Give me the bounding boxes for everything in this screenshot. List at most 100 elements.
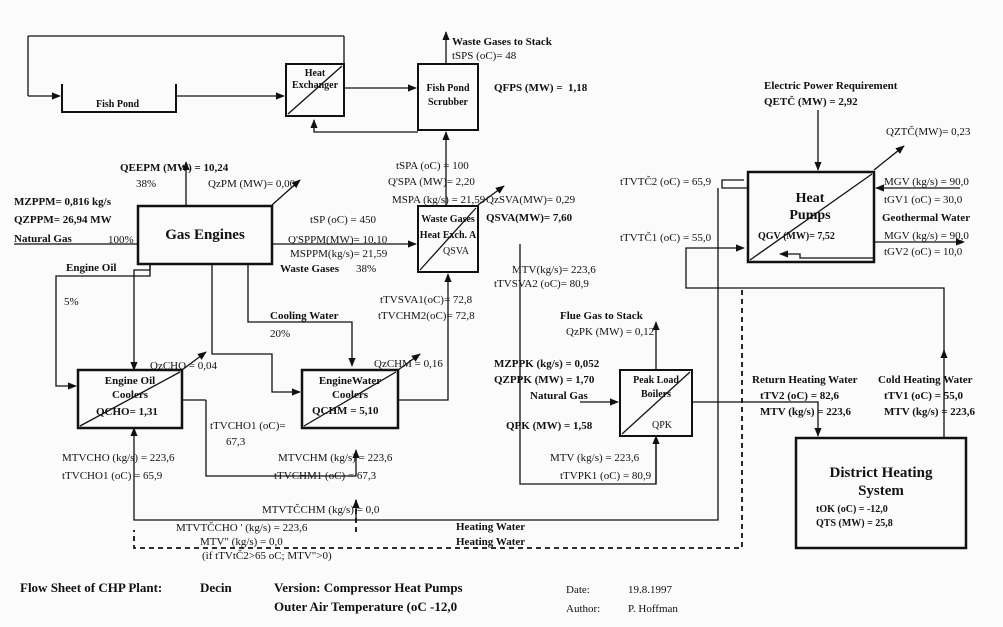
- waste-gases-hx-label: Waste Gases Heat Exch. A QSVA: [418, 212, 478, 260]
- heat-pumps-line1: Heat: [795, 191, 825, 206]
- engine-oil-return-arrow: [55, 368, 77, 390]
- waste-gases-stack-label: Waste Gases to Stack: [452, 36, 552, 48]
- ttvchm1-label: tTVCHM1 (oC) = 67,3: [274, 470, 377, 482]
- pct20-label: 20%: [270, 328, 291, 340]
- ttvtc1-label: tTVTČ1 (oC) = 55,0: [620, 232, 712, 244]
- heat-pump-inner-arrow: [779, 250, 874, 259]
- peak-load-diagonal: [621, 371, 691, 435]
- mzppk-label: MZPPK (kg/s) = 0,052: [494, 358, 600, 370]
- heat-pumps-label: Heat Pumps: [760, 190, 860, 224]
- heat-pumps-diagonal: [749, 173, 873, 261]
- return-heating-label: Return Heating Water: [752, 374, 858, 386]
- qgv-label: QGV (MW)= 7,52: [758, 231, 835, 242]
- mspa-label: MSPA (kg/s) = 21,59: [392, 194, 486, 206]
- oil-to-water-coolers-arrow: [205, 400, 360, 477]
- engine-oil-to-coolers-arrow: [130, 264, 151, 371]
- mgv1-label: MGV (kg/s) = 90,0: [884, 176, 969, 188]
- qzpm-arrow: [271, 179, 301, 206]
- cooling-water-label: Cooling Water: [270, 310, 339, 322]
- qzchm-arrow: [397, 353, 421, 371]
- qztc-label: QZTČ(MW)= 0,23: [886, 126, 971, 138]
- ttvsva2-label: tTVSVA2 (oC)= 80,9: [494, 278, 589, 290]
- water-coolers-to-hx-arrow: [398, 273, 452, 401]
- qpk-label: QPK (MW) = 1,58: [506, 420, 593, 432]
- peak-load-line2: Boilers: [641, 389, 671, 400]
- footer-author-label: Author:: [566, 603, 601, 615]
- ttvcho1-left-label: tTVCHO1 (oC) = 65,9: [62, 470, 163, 482]
- heat-pumps-box: [746, 170, 876, 264]
- qzppk-label: QZPPK (MW) = 1,70: [494, 374, 595, 386]
- footer-outer-air: Outer Air Temperature (oC -12,0: [274, 599, 458, 614]
- qzsva-label: QzSVA(MW)= 0,29: [486, 194, 576, 206]
- natural-gas-right-label: Natural Gas: [530, 390, 588, 402]
- qspa-label: Q'SPA (MW)= 2,20: [388, 176, 475, 188]
- district-heating-label: District Heating System: [796, 464, 966, 500]
- qzppm-label: QZPPM= 26,94 MW: [14, 214, 112, 226]
- footer-plant: Decin: [200, 580, 232, 595]
- qsva-label: QSVA(MW)= 7,60: [486, 212, 573, 224]
- district-heating-box: [794, 436, 968, 550]
- ttvchm2-label: tTVCHM2(oC)= 72,8: [378, 310, 475, 322]
- mtvtccho-label: MTVTČCHO ' (kg/s) = 223,6: [176, 522, 308, 534]
- footer-title: Flow Sheet of CHP Plant:: [20, 580, 163, 595]
- scrubber-line2: Scrubber: [428, 97, 468, 108]
- mtvchm-label: MTVCHM (kg/s) = 223,6: [278, 452, 393, 464]
- heat-pump-outlet: [721, 179, 748, 189]
- qzpm-label: QzPM (MW)= 0,00: [208, 178, 296, 190]
- engine-water-coolers-line1: EngineWater: [318, 375, 382, 387]
- mtv2-label: MTV" (kg/s) = 0,0: [200, 536, 283, 548]
- heating-water-2-label: Heating Water: [456, 536, 526, 548]
- natural-gas-left-label: Natural Gas: [14, 233, 72, 245]
- ttvpk1-label: tTVPK1 (oC) = 80,9: [560, 470, 652, 482]
- mtv-cold-label: MTV (kg/s) = 223,6: [884, 406, 976, 418]
- ttvcho1-a-label: tTVCHO1 (oC)=: [210, 420, 286, 432]
- waste-gases-hx-line3: QSVA: [443, 246, 469, 257]
- qts-label: QTS (MW) = 25,8: [816, 518, 893, 529]
- qeepm-label: QEEPM (MW) = 10,24: [120, 162, 229, 174]
- peak-load-line1: Peak Load: [633, 375, 679, 386]
- heat-exchanger-line1: Heat: [304, 68, 326, 79]
- engine-oil-coolers-diagonal: [79, 371, 181, 427]
- tok-label: tOK (oC) = -12,0: [816, 504, 888, 515]
- waste-gases-hx-line2: Heat Exch. A: [419, 230, 477, 241]
- heat-exchanger-label: Heat Exchanger: [286, 68, 344, 92]
- engine-oil-line: [55, 264, 151, 368]
- qfps-name: QFPS (MW) =: [494, 82, 563, 94]
- pct38-wg-label: 38%: [356, 263, 377, 275]
- engine-oil-coolers-line2: Coolers: [111, 389, 149, 401]
- qchm-label: QCHM = 5,10: [312, 405, 379, 417]
- mtv-return-label: MTV (kg/s) = 223,6: [760, 406, 852, 418]
- ttv1-label: tTV1 (oC) = 55,0: [884, 390, 963, 402]
- waste-gases-hx-line1: Waste Gases: [421, 214, 475, 225]
- engine-oil-coolers-label: Engine Oil Coolers: [78, 374, 182, 402]
- mtvcho-label: MTVCHO (kg/s) = 223,6: [62, 452, 175, 464]
- cold-heating-label: Cold Heating Water: [878, 374, 973, 386]
- waste-gases-hx-diagonal: [419, 207, 477, 271]
- mgv2-label: MGV (kg/s) = 90,0: [884, 230, 969, 242]
- engine-water-coolers-box: [300, 368, 400, 430]
- fish-pond-shape: [61, 84, 177, 113]
- footer-version: Version: Compressor Heat Pumps: [274, 580, 463, 595]
- waste-gases-label: Waste Gases: [280, 263, 339, 275]
- scrubber-box: [417, 63, 479, 131]
- tsp-label: tSP (oC) = 450: [310, 214, 376, 226]
- qfps-value: 1,18: [568, 82, 588, 94]
- msppm-label: MSPPM(kg/s)= 21,59: [290, 248, 388, 260]
- scrubber-return-arrow: [310, 119, 418, 133]
- heating-water-return-arrow: [130, 188, 719, 521]
- peak-load-boilers-label: Peak Load Boilers: [620, 374, 692, 402]
- mtv-hx-label: MTV(kg/s)= 223,6: [512, 264, 596, 276]
- electric-power-label: Electric Power Requirement: [764, 80, 898, 92]
- qzcho-arrow: [181, 351, 207, 371]
- qzpk-label: QzPK (MW) = 0,12: [566, 326, 655, 338]
- pct5-label: 5%: [64, 296, 79, 308]
- pct38-top-label: 38%: [136, 178, 157, 190]
- qzcho-label: QzCHO = 0,04: [150, 360, 218, 372]
- qpk-box-label: QPK: [652, 420, 673, 431]
- engine-oil-coolers-line1: Engine Oil: [104, 375, 156, 387]
- engine-water-coolers-label: EngineWater Coolers: [302, 374, 398, 402]
- engine-water-coolers-line2: Coolers: [331, 389, 369, 401]
- gas-engines-label: Gas Engines: [165, 227, 245, 243]
